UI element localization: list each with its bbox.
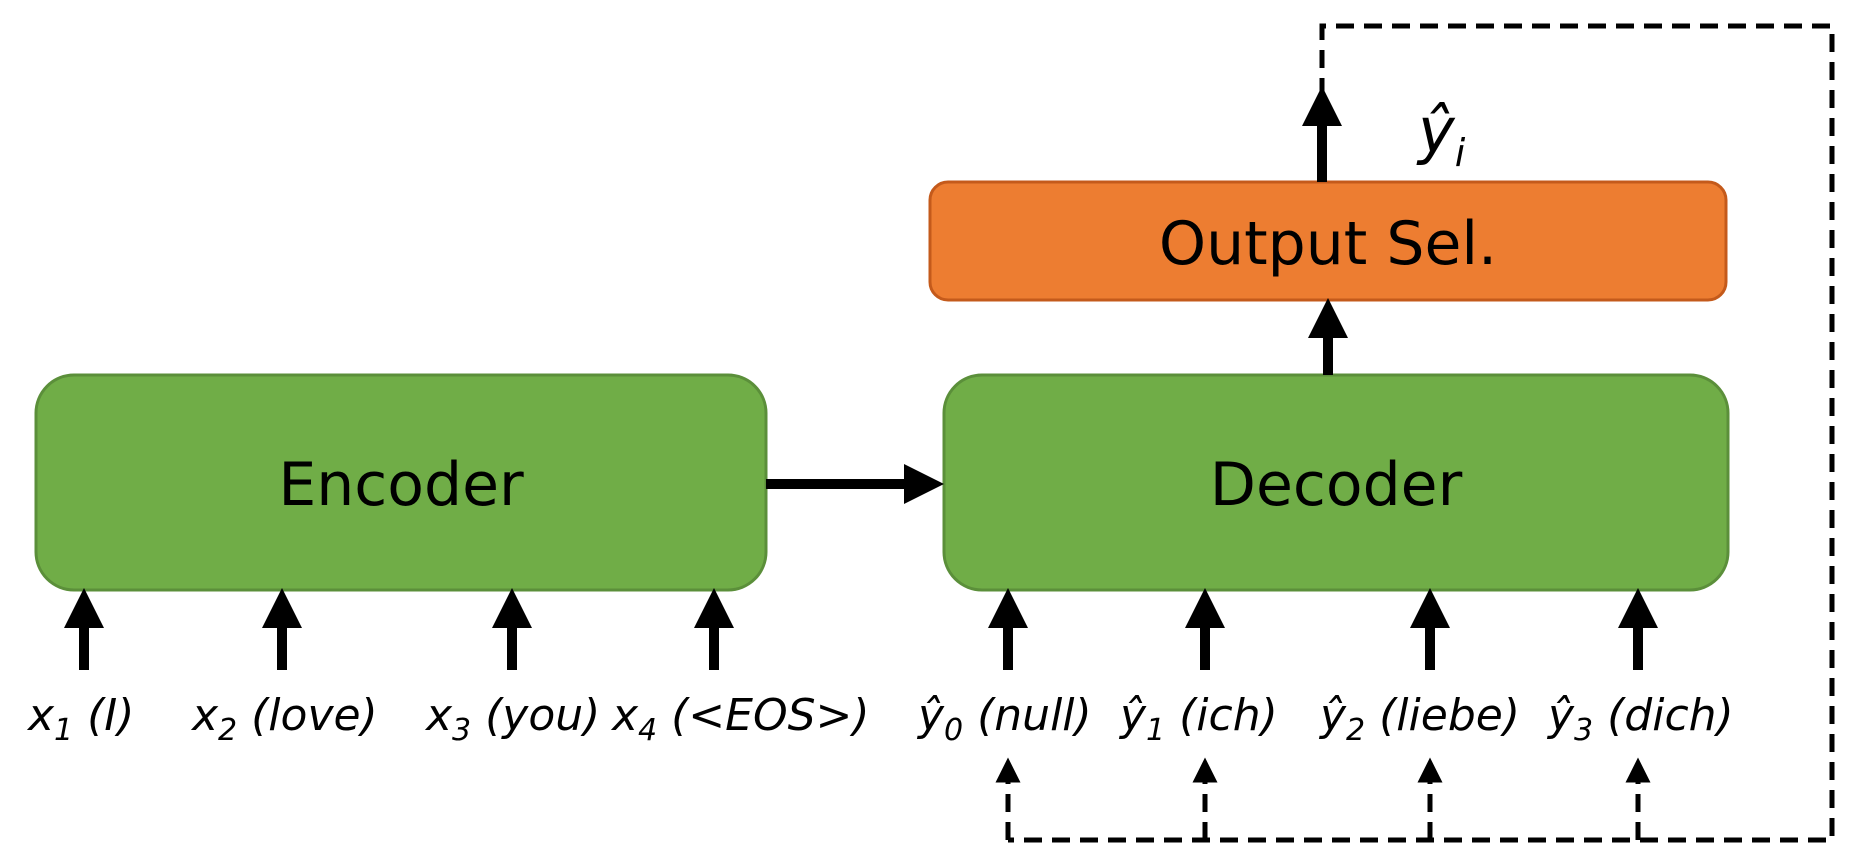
encoder-input-token: x3 (you)	[424, 690, 600, 748]
token-symbol: ŷ	[1546, 690, 1575, 741]
token-symbol: x	[26, 690, 55, 741]
token-subscript: 3	[1574, 713, 1593, 748]
feedback-loop	[995, 23, 1835, 843]
token-subscript: 0	[944, 713, 963, 748]
feedback-loop-path	[1008, 23, 1835, 843]
decoder-input-token: ŷ2 (liebe)	[1318, 690, 1520, 748]
encoder-label: Encoder	[278, 450, 524, 520]
token-word: (<EOS>)	[657, 690, 869, 741]
encoder-input-token: x2 (love)	[190, 690, 378, 748]
token-symbol: ŷ	[1318, 690, 1347, 741]
token-symbol: x	[610, 690, 639, 741]
output-symbol: ŷi	[1416, 94, 1466, 175]
token-word: (liebe)	[1365, 690, 1520, 741]
token-word: (dich)	[1593, 690, 1734, 741]
token-subscript: 4	[638, 713, 657, 748]
decoder-block	[942, 373, 1730, 592]
output-symbol-subscript: i	[1455, 131, 1466, 175]
encoder-input-token: x1 (I)	[26, 690, 134, 748]
token-word: (I)	[73, 690, 134, 741]
encoder-input-token: x4 (<EOS>)	[610, 690, 870, 748]
token-subscript: 2	[218, 713, 237, 748]
token-subscript: 3	[452, 713, 471, 748]
output-selector-label: Output Sel.	[1159, 209, 1497, 279]
decoder-label: Decoder	[1210, 450, 1463, 520]
token-subscript: 2	[1346, 713, 1365, 748]
token-subscript: 1	[54, 713, 73, 748]
decoder-input-token: ŷ1 (ich)	[1118, 690, 1278, 748]
token-symbol: x	[424, 690, 453, 741]
token-word: (you)	[471, 690, 600, 741]
token-word: (null)	[963, 690, 1092, 741]
token-symbol: x	[190, 690, 219, 741]
token-subscript: 1	[1146, 713, 1165, 748]
decoder-input-token: ŷ3 (dich)	[1546, 690, 1734, 748]
token-symbol: ŷ	[1118, 690, 1147, 741]
output-symbol-base: ŷ	[1416, 94, 1456, 167]
token-word: (ich)	[1165, 690, 1278, 741]
decoder-input-token: ŷ0 (null)	[916, 690, 1092, 748]
token-word: (love)	[237, 690, 378, 741]
token-symbol: ŷ	[916, 690, 945, 741]
